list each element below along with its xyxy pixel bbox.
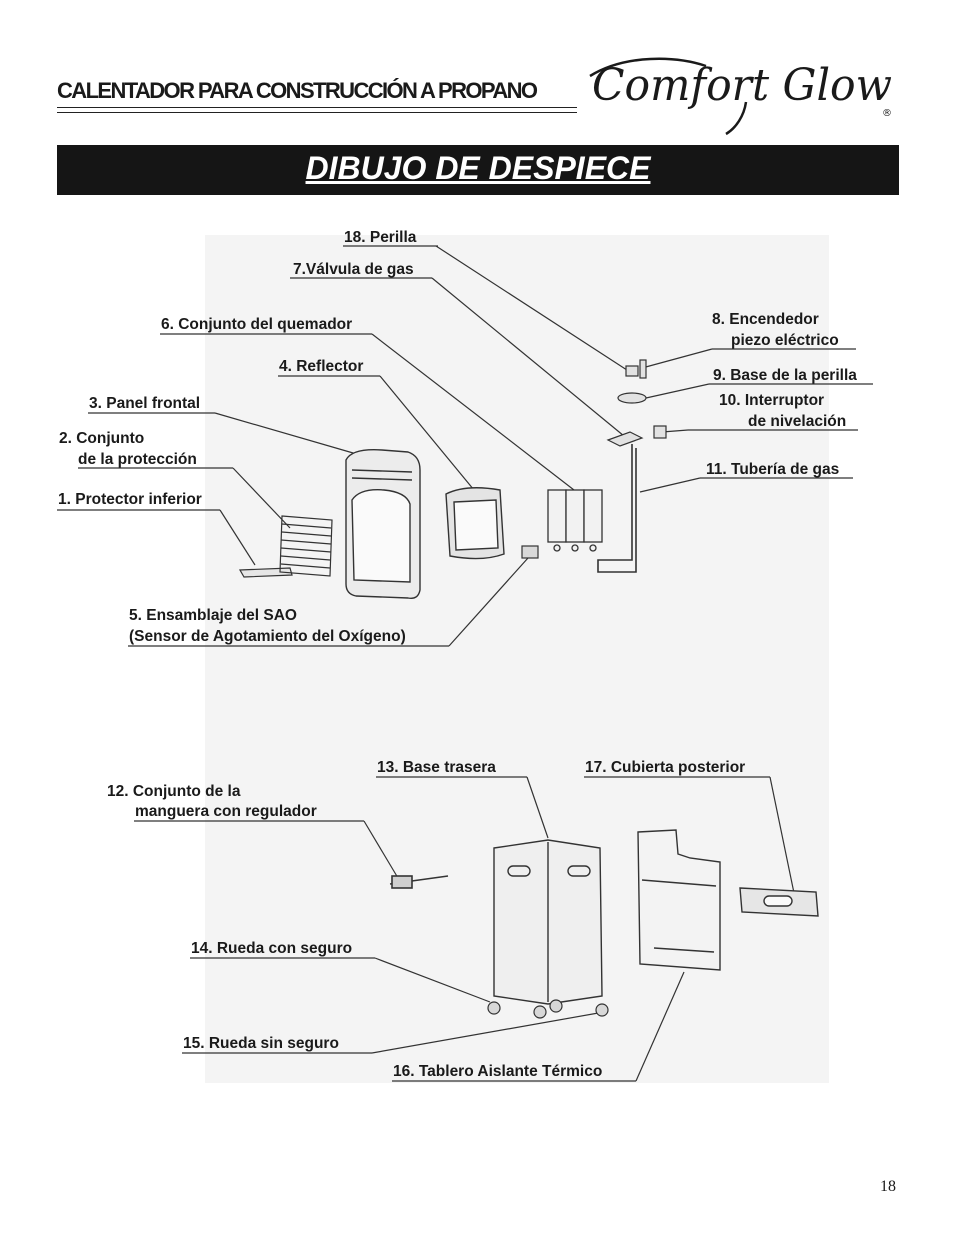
header-rule-top bbox=[57, 107, 577, 108]
label-18-knob: 18. Perilla bbox=[344, 229, 417, 246]
label-13-rear-base: 13. Base trasera bbox=[377, 759, 496, 776]
section-banner: DIBUJO DE DESPIECE bbox=[57, 145, 899, 195]
label-12-hose-line1: 12. Conjunto de la bbox=[107, 783, 241, 800]
label-1-bottom-protector: 1. Protector inferior bbox=[58, 491, 202, 508]
label-10-tilt-switch-line2: de nivelación bbox=[748, 413, 847, 430]
valve-cluster-part bbox=[606, 359, 667, 447]
label-6-burner-assembly: 6. Conjunto del quemador bbox=[161, 316, 353, 333]
label-14-locking-wheel: 14. Rueda con seguro bbox=[191, 940, 353, 957]
front-panel-part bbox=[345, 449, 421, 600]
label-3-front-panel: 3. Panel frontal bbox=[89, 395, 201, 412]
comfort-glow-logo: Comfort Glow ® bbox=[589, 57, 892, 136]
burner-assembly-part bbox=[547, 489, 603, 552]
wheels-part bbox=[487, 999, 609, 1019]
label-11-gas-pipe: 11. Tubería de gas bbox=[706, 461, 840, 478]
label-4-reflector: 4. Reflector bbox=[279, 358, 364, 375]
label-15-wheel: 15. Rueda sin seguro bbox=[183, 1035, 339, 1052]
label-12-hose-line2: manguera con regulador bbox=[135, 803, 317, 820]
label-9-knob-base: 9. Base de la perilla bbox=[713, 367, 857, 384]
bottom-protector-part bbox=[238, 567, 293, 578]
reflector-part bbox=[445, 487, 505, 560]
rear-cover-part bbox=[739, 887, 819, 917]
rear-base-part bbox=[493, 839, 603, 1005]
banner-title: DIBUJO DE DESPIECE bbox=[305, 150, 651, 186]
label-16-insulation-board: 16. Tablero Aislante Térmico bbox=[393, 1063, 603, 1080]
label-5-ods-line2: (Sensor de Agotamiento del Oxígeno) bbox=[129, 628, 406, 645]
label-8-igniter-line1: 8. Encendedor bbox=[712, 311, 819, 328]
label-2-guard-line1: 2. Conjunto bbox=[59, 430, 145, 447]
registered-mark: ® bbox=[882, 108, 892, 119]
insulation-board-part bbox=[637, 829, 721, 971]
label-5-ods-line1: 5. Ensamblaje del SAO bbox=[129, 607, 297, 624]
label-7-gas-valve: 7.Válvula de gas bbox=[293, 261, 414, 278]
gas-pipe-part bbox=[597, 444, 637, 573]
ods-assembly-part bbox=[521, 545, 539, 559]
label-17-rear-cover: 17. Cubierta posterior bbox=[585, 759, 746, 776]
hose-regulator-part bbox=[389, 875, 449, 889]
label-10-tilt-switch-line1: 10. Interruptor bbox=[719, 392, 825, 409]
label-2-guard-line2: de la protección bbox=[78, 451, 197, 468]
label-8-igniter-line2: piezo eléctrico bbox=[731, 332, 839, 349]
guard-assembly-part bbox=[279, 515, 333, 577]
header-rule-bottom bbox=[57, 112, 577, 113]
document-header-title: CALENTADOR PARA CONSTRUCCIÓN A PROPANO bbox=[57, 78, 538, 103]
leader-lines bbox=[57, 245, 873, 1082]
brand-logotype: Comfort Glow bbox=[592, 60, 892, 111]
page-number: 18 bbox=[880, 1178, 896, 1195]
